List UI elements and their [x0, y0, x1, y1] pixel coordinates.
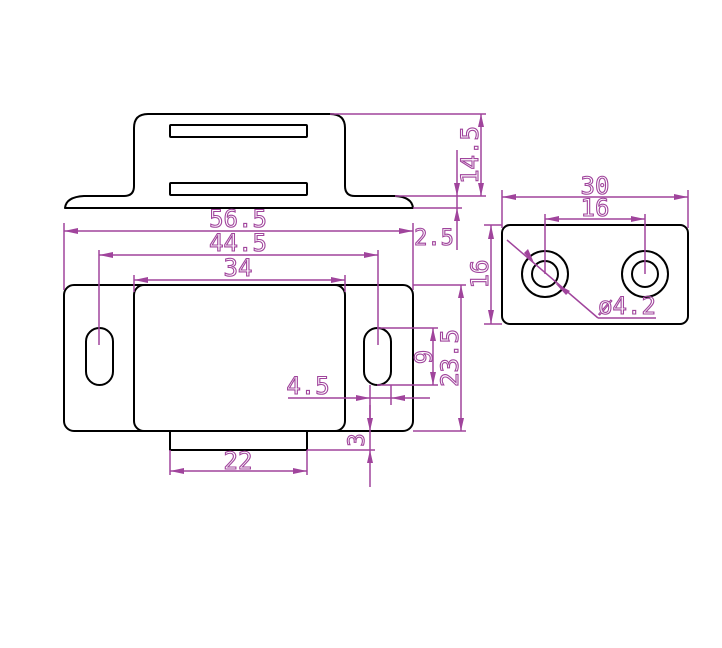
dimension-lines [63, 113, 689, 487]
dim-label-side-width: 30 [581, 172, 610, 200]
dim-label-slot-width: 4.5 [286, 372, 329, 400]
dim-label-body-width: 34 [224, 254, 253, 282]
dim-label-bracket-height: 14.5 [456, 126, 484, 184]
dim-label-side-hole-spacing: 16 [581, 194, 610, 222]
top-view [64, 113, 414, 209]
bracket-slot-upper [169, 124, 308, 138]
dimension-labels: 14.5 2.5 56.5 44.5 34 23.5 9 4.5 3 22 30… [209, 126, 657, 476]
dim-label-overall-width: 56.5 [209, 205, 267, 233]
side-body [501, 224, 689, 325]
dim-label-hole-spacing: 44.5 [209, 229, 267, 257]
dim-label-offset: 3 [345, 433, 370, 446]
dim-label-tab-width: 22 [224, 447, 253, 475]
bracket-slot-lower [169, 182, 308, 196]
dim-label-overall-height: 23.5 [436, 329, 464, 387]
dim-label-side-height: 16 [466, 260, 494, 289]
bottom-tab [169, 430, 308, 451]
bracket-outline [64, 113, 414, 209]
base-plate [63, 284, 414, 432]
magnet-body [133, 284, 346, 432]
dim-label-hole-diameter: ø4.2 [598, 292, 656, 320]
dim-label-slot-length: 9 [410, 350, 438, 364]
front-view [63, 284, 414, 451]
dim-label-plate-thickness: 2.5 [414, 226, 454, 251]
side-view [501, 224, 689, 325]
